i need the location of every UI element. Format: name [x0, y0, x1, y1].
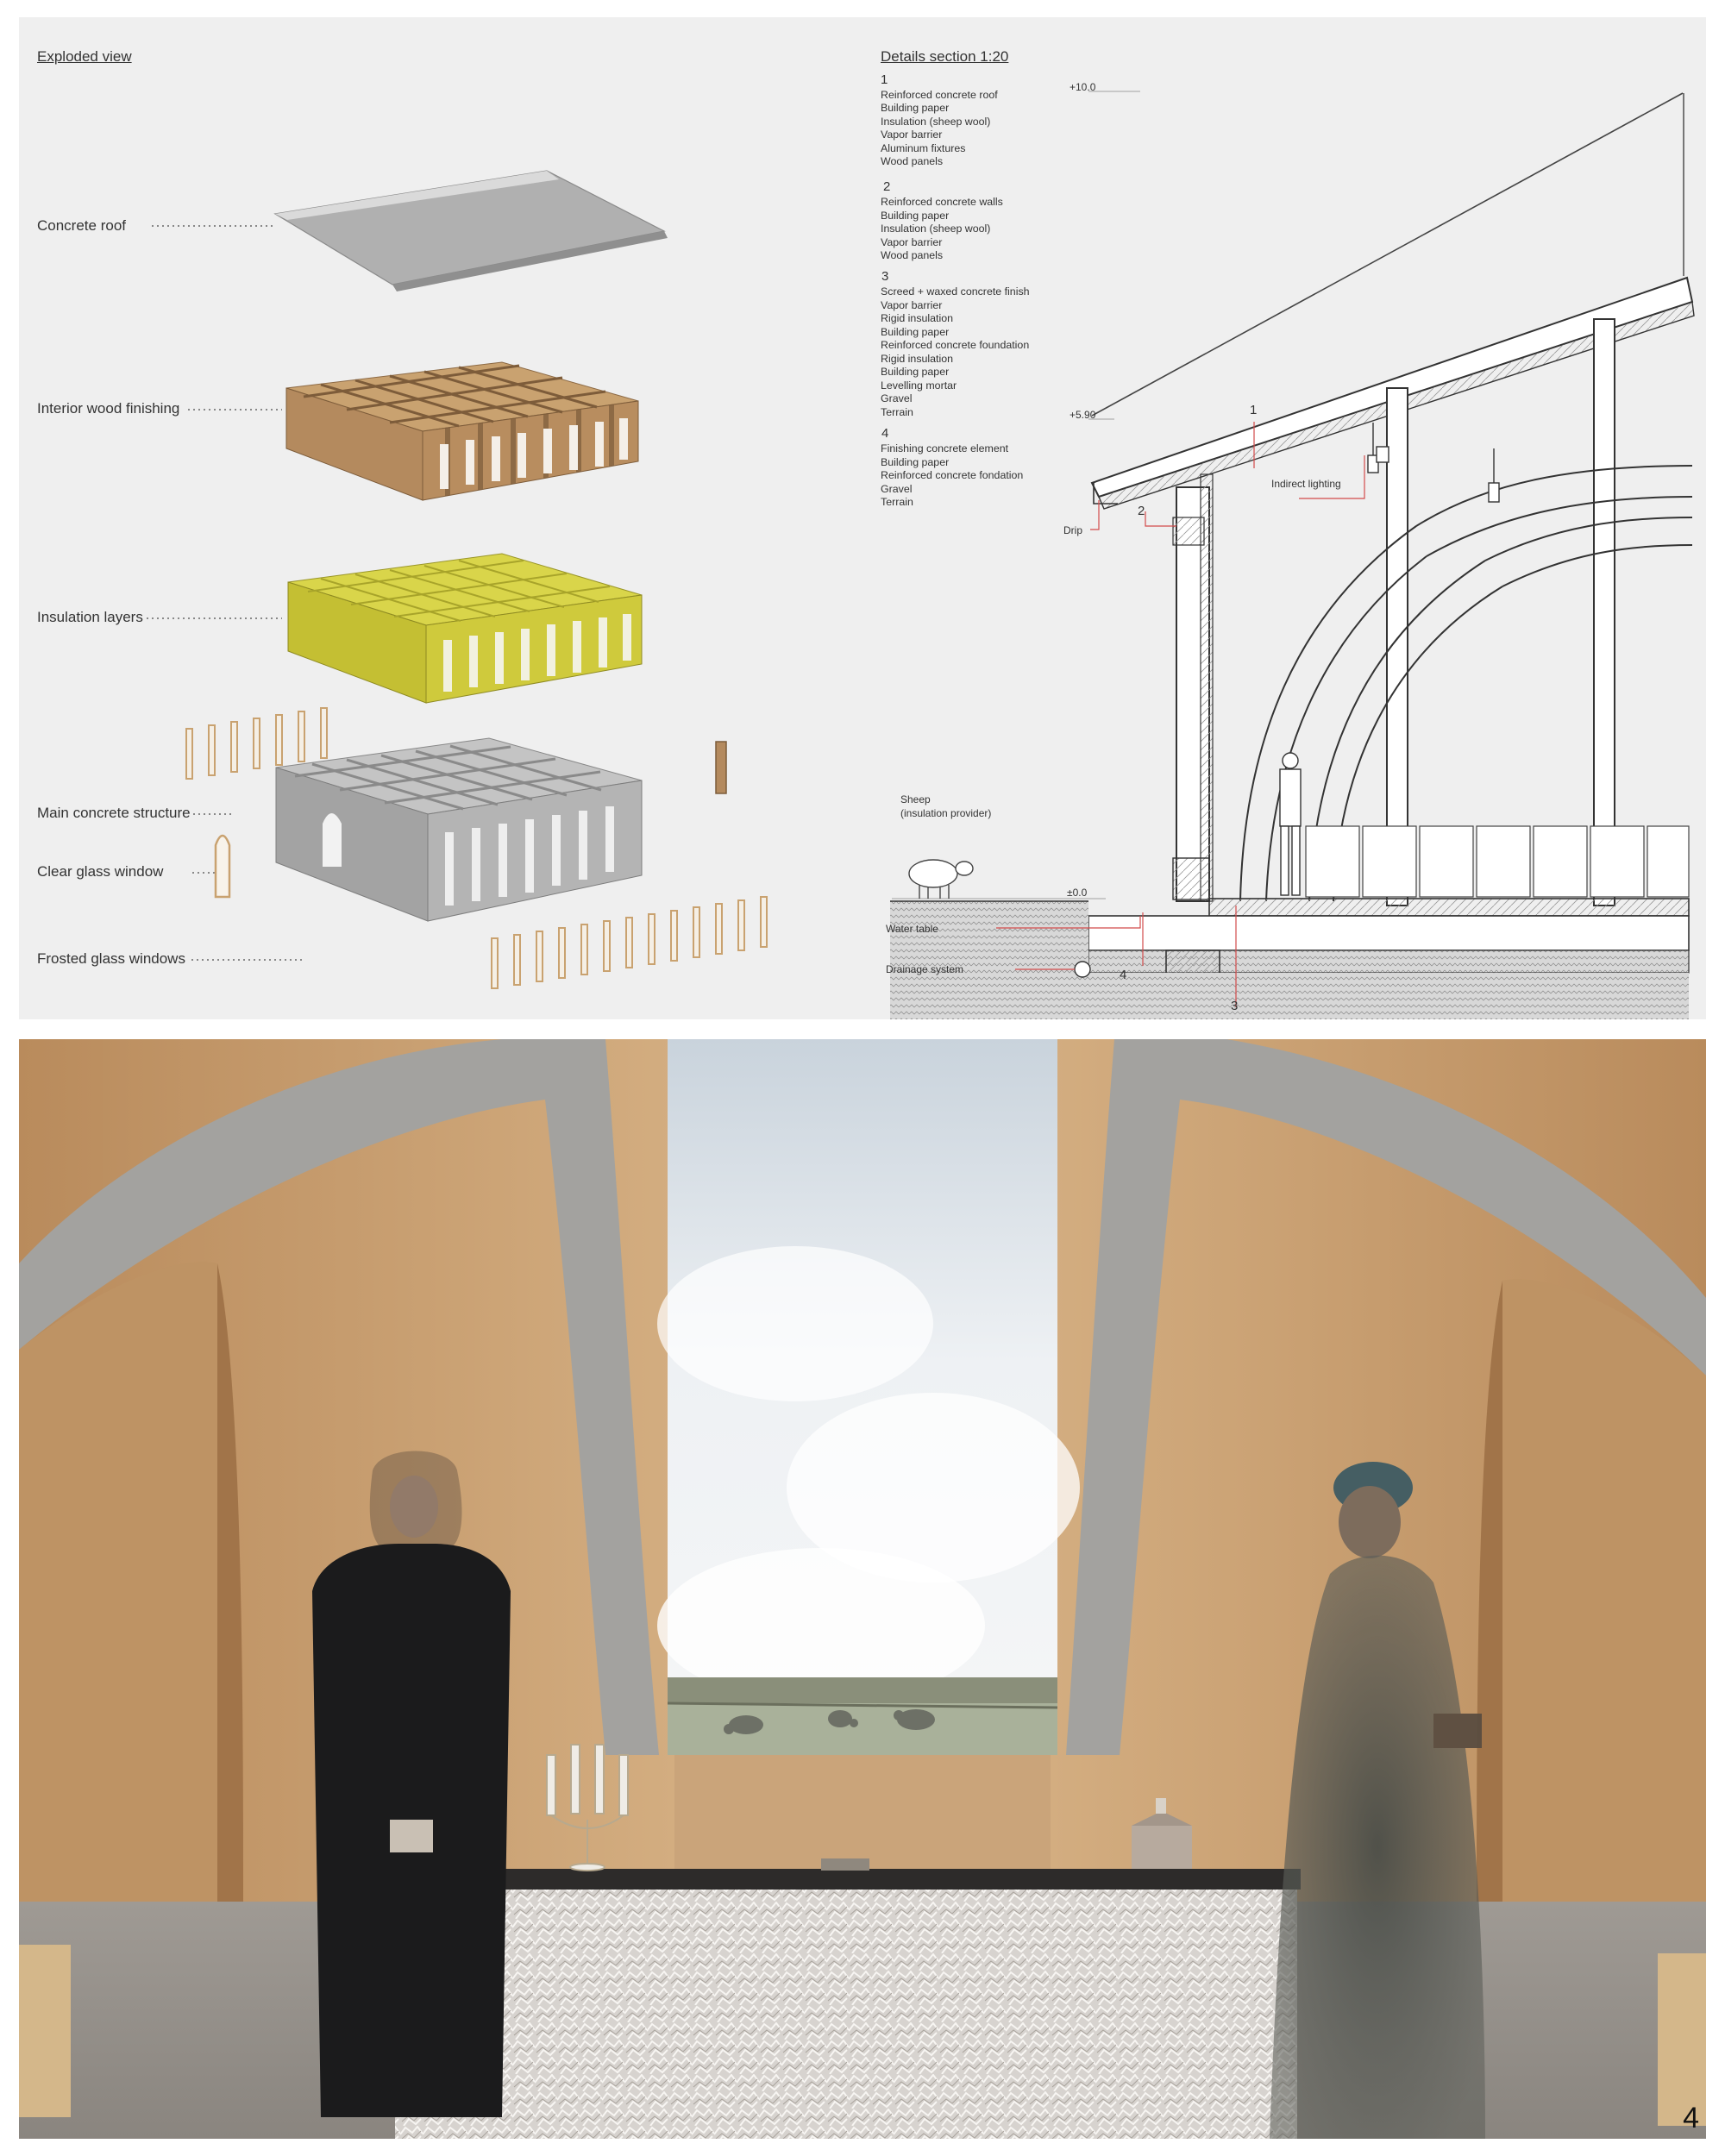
spec-group-1-number: 1	[881, 72, 888, 87]
spec-line: Rigid insulation	[881, 312, 954, 324]
spec-line: Wood panels	[881, 155, 944, 167]
spec-line: Vapor barrier	[881, 128, 943, 141]
concrete-structure-model	[275, 737, 643, 922]
label-water-table: Water table	[886, 923, 938, 935]
label-indirect-lighting: Indirect lighting	[1271, 478, 1341, 490]
spec-line: Vapor barrier	[881, 236, 943, 248]
label-main-structure: Main concrete structure	[37, 805, 191, 821]
level-ground: ±0.0	[1067, 887, 1088, 899]
floor-slab	[890, 898, 1690, 1019]
spec-line: Gravel	[881, 483, 913, 495]
spec-line: Insulation (sheep wool)	[881, 116, 991, 128]
spec-line: Rigid insulation	[881, 353, 954, 365]
spec-line: Insulation (sheep wool)	[881, 222, 991, 235]
concrete-roof-model	[273, 170, 668, 291]
label-insulation-layers: Insulation layers	[37, 609, 143, 625]
spec-line: Gravel	[881, 392, 913, 404]
frosted-windows-lower	[491, 896, 768, 989]
label-interior-wood: Interior wood finishing	[37, 400, 180, 417]
callout-1: 1	[1250, 403, 1258, 417]
window-view	[657, 1039, 1080, 1755]
clear-glass-window-model	[214, 834, 231, 899]
roof-column	[1593, 318, 1615, 906]
spec-line: Reinforced concrete fondation	[881, 469, 1024, 481]
bench-left	[19, 1945, 71, 2117]
spec-line: Building paper	[881, 210, 950, 222]
wood-alcove-right	[1502, 1279, 1706, 1902]
page-number: 4	[1683, 2102, 1699, 2134]
interior-scene	[19, 1039, 1706, 2139]
wall-section	[1172, 473, 1214, 902]
altar-table	[392, 1869, 1301, 2139]
exploded-view-drawing	[147, 170, 768, 989]
door-model	[715, 741, 727, 794]
label-drip: Drip	[1063, 524, 1083, 536]
spec-group-3-number: 3	[881, 269, 889, 284]
insulation-model	[287, 553, 643, 704]
spec-line: Building paper	[881, 456, 950, 468]
concrete-arch-right	[1066, 1039, 1706, 1755]
label-frosted-windows: Frosted glass windows	[37, 950, 185, 967]
drawing-sheet: Exploded view Concrete roof Interior woo…	[19, 17, 1706, 1019]
spec-line: Vapor barrier	[881, 299, 943, 311]
priest-figure	[312, 1451, 511, 2117]
wood-alcove-left	[19, 1262, 217, 1902]
pasture-sheep	[724, 1709, 935, 1734]
spec-line: Terrain	[881, 496, 913, 508]
spec-line: Building paper	[881, 366, 950, 378]
label-sheep-note: (insulation provider)	[900, 807, 992, 819]
person-figure	[1279, 752, 1302, 896]
drip-detail	[1093, 483, 1118, 505]
label-concrete-roof: Concrete roof	[37, 217, 126, 234]
spec-line: Reinforced concrete roof	[881, 89, 998, 101]
callout-2: 2	[1138, 504, 1145, 518]
label-clear-window: Clear glass window	[37, 863, 164, 880]
bench-row	[1305, 825, 1690, 898]
bench-right	[1658, 1953, 1706, 2126]
spec-group-4-number: 4	[881, 426, 889, 441]
exploded-view-heading: Exploded view	[37, 48, 132, 65]
spec-line: Terrain	[881, 406, 913, 418]
level-eave: +5.90	[1070, 409, 1096, 421]
spec-line: Aluminum fixtures	[881, 142, 966, 154]
details-section-heading: Details section 1:20	[881, 48, 1009, 65]
spec-line: Wood panels	[881, 249, 944, 261]
label-sheep: Sheep	[900, 793, 931, 805]
callout-4: 4	[1120, 968, 1127, 982]
candelabra	[546, 1744, 629, 1871]
interior-render: 4	[19, 1039, 1706, 2139]
frosted-windows-upper	[185, 707, 328, 780]
concrete-arch-left	[19, 1039, 659, 1755]
callout-3: 3	[1231, 999, 1239, 1013]
spec-line: Finishing concrete element	[881, 442, 1009, 454]
reliquary-box	[1132, 1798, 1192, 1869]
wood-finishing-model	[285, 361, 639, 501]
spec-line: Reinforced concrete walls	[881, 196, 1003, 208]
level-top: +10.0	[1070, 81, 1096, 93]
label-drainage: Drainage system	[886, 963, 964, 975]
sheep-figure	[908, 859, 974, 899]
spec-group-2-number: 2	[883, 179, 891, 194]
pendant-lights	[1367, 423, 1500, 503]
spec-line: Building paper	[881, 326, 950, 338]
monk-figure	[1270, 1462, 1485, 2139]
spec-line: Building paper	[881, 102, 950, 114]
altar-book	[821, 1858, 869, 1871]
section-drawing	[890, 91, 1695, 1019]
spec-line: Screed + waxed concrete finish	[881, 285, 1030, 298]
spec-line: Reinforced concrete foundation	[881, 339, 1030, 351]
spec-line: Levelling mortar	[881, 379, 957, 392]
